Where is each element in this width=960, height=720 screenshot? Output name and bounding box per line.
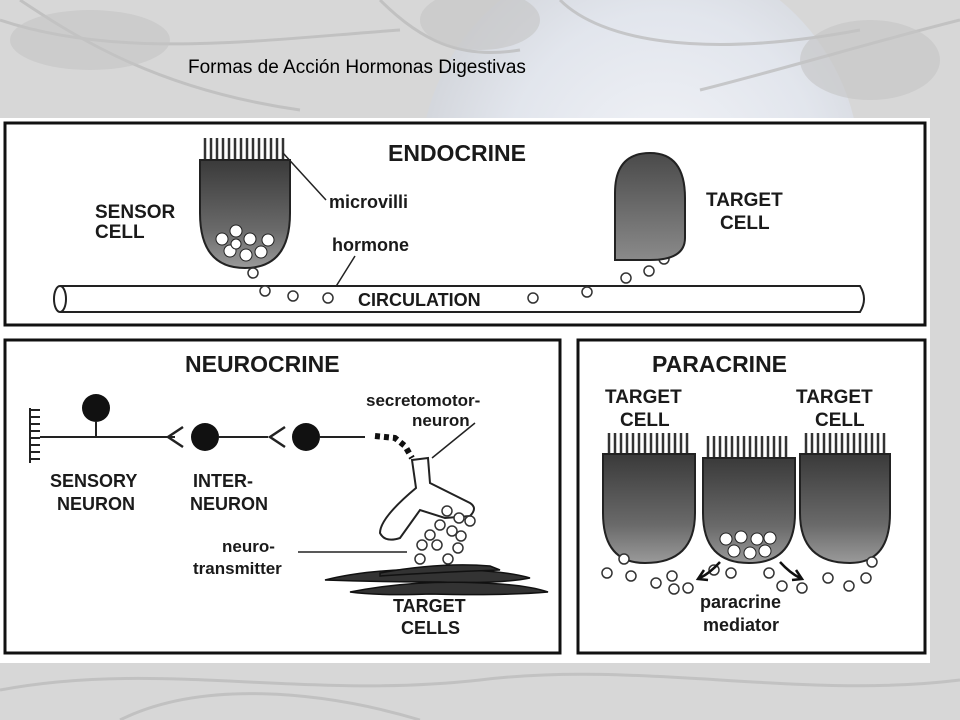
neurocrine-target-cells-label-1: TARGET (393, 596, 466, 616)
interneuron-label-2: NEURON (190, 494, 268, 514)
paracrine-mediator-label-2: mediator (703, 615, 779, 635)
neurocrine-target-cells (324, 564, 549, 596)
paracrine-target-cell-left-label-2: CELL (620, 410, 670, 431)
neurotransmitter-label-2: transmitter (193, 559, 282, 578)
interneuron-label-1: INTER- (193, 471, 253, 491)
microvilli-label: microvilli (329, 192, 408, 212)
nerve-terminal (378, 456, 475, 541)
hormone-action-diagram: ENDOCRINE SENSOR CELL microvilli horm (0, 118, 930, 663)
sensory-neuron-body (82, 394, 110, 422)
sensor-cell (199, 138, 291, 270)
paracrine-target-cell-left (602, 433, 696, 565)
secretomotor-label-2: neuron (412, 411, 470, 430)
slide-title: Formas de Acción Hormonas Digestivas (188, 57, 526, 78)
endocrine-panel: ENDOCRINE SENSOR CELL microvilli horm (3, 121, 927, 327)
secretomotor-label-1: secretomotor- (366, 391, 480, 410)
endocrine-target-cell-label-1: TARGET (706, 190, 783, 211)
hormone-particles (247, 253, 670, 304)
paracrine-target-cell-right-label-2: CELL (815, 410, 865, 431)
neurocrine-panel: NEUROCRINE (3, 338, 562, 655)
paracrine-mediator-label-1: paracrine (700, 592, 781, 612)
endocrine-heading: ENDOCRINE (388, 140, 526, 166)
sensory-neuron-label-1: SENSORY (50, 471, 137, 491)
sensor-cell-label-1: SENSOR (95, 202, 176, 223)
paracrine-target-cell-right-label-1: TARGET (796, 387, 873, 408)
sensor-cell-label-2: CELL (95, 222, 145, 243)
neurotransmitter-label-1: neuro- (222, 537, 275, 556)
paracrine-mediator-particles (601, 553, 878, 595)
endocrine-target-cell (614, 151, 686, 261)
circulation-label: CIRCULATION (358, 290, 481, 310)
paracrine-sensor-cell (702, 436, 796, 565)
neurocrine-heading: NEUROCRINE (185, 351, 340, 377)
endocrine-target-cell-label-2: CELL (720, 213, 770, 234)
paracrine-target-cell-right (799, 433, 891, 565)
paracrine-target-cell-left-label-1: TARGET (605, 387, 682, 408)
sensory-neuron-label-2: NEURON (57, 494, 135, 514)
hormone-label: hormone (332, 235, 409, 255)
paracrine-heading: PARACRINE (652, 351, 787, 377)
paracrine-panel: PARACRINE (576, 338, 927, 655)
interneuron-body (191, 423, 219, 451)
sensory-ending (29, 408, 40, 463)
secretomotor-neuron-body (292, 423, 320, 451)
mediator-arrows (695, 561, 805, 582)
neurocrine-target-cells-label-2: CELLS (401, 618, 460, 638)
neurotransmitter-particles (414, 505, 476, 579)
